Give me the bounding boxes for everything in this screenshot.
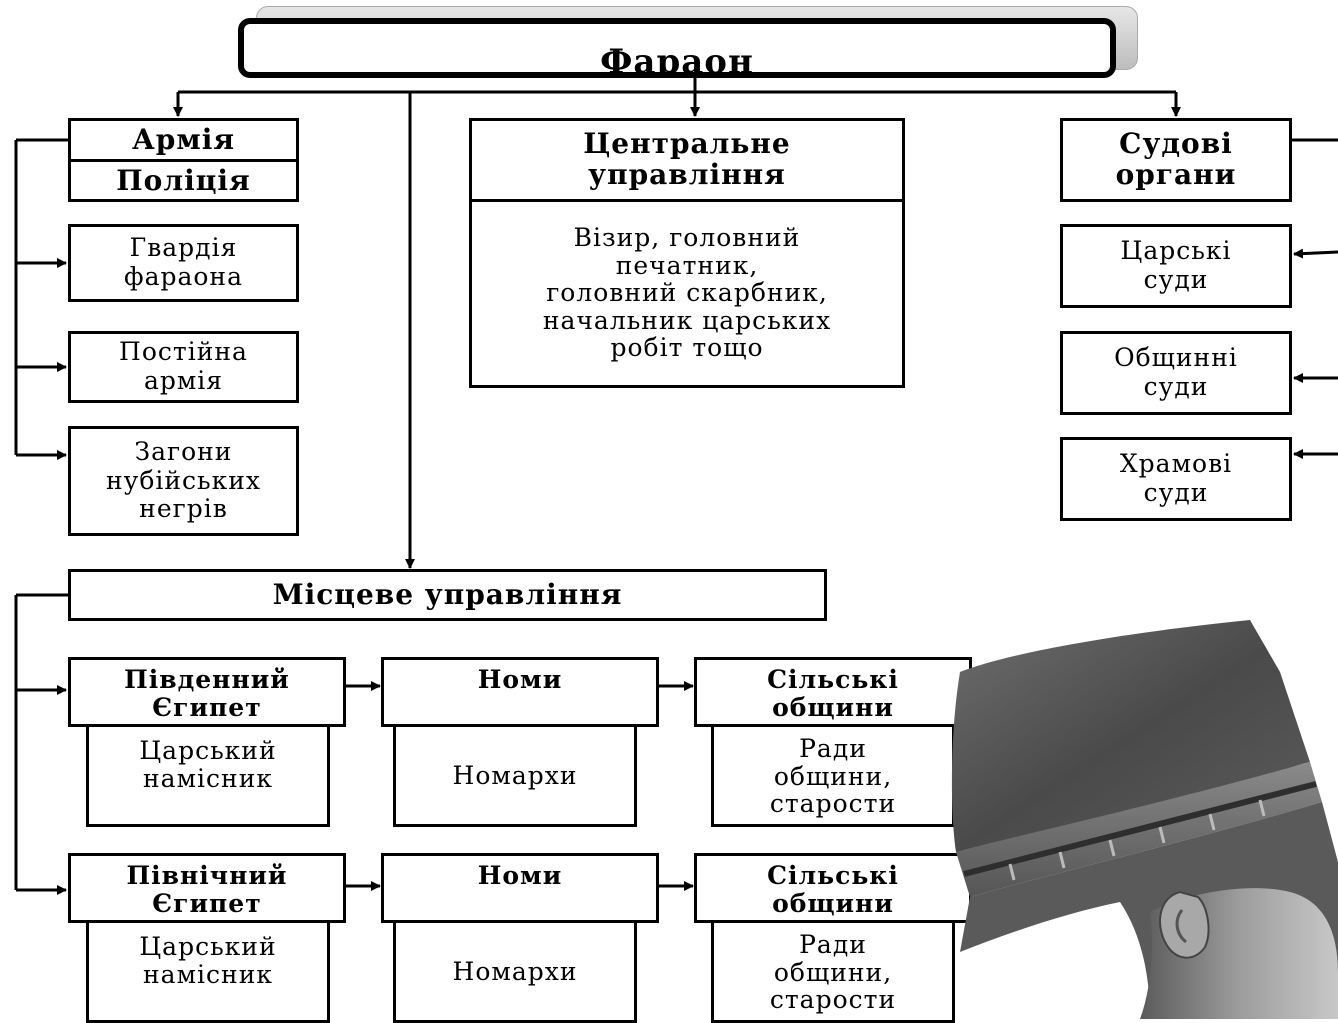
- guard-line-2: фараона: [124, 262, 243, 291]
- local-header-label: Місцеве управління: [272, 577, 623, 611]
- north-viceroy-box: Царський намісник: [86, 923, 330, 1023]
- army-police-box: Армія Поліція: [68, 118, 299, 202]
- nomes-label-2: Номи: [477, 861, 563, 890]
- nomarchs-label-2: Номархи: [452, 956, 578, 986]
- nubian-line-3: негрів: [139, 494, 228, 524]
- north-egypt-line-2: Єгипет: [152, 888, 262, 918]
- central-body-line-1: Візир, головний: [573, 223, 801, 252]
- nomes-header-2: Номи: [381, 853, 659, 923]
- nubian-line-1: Загони: [134, 436, 233, 466]
- courts-header-line-2: органи: [1115, 158, 1237, 191]
- standing-army-line-1: Постійна: [119, 337, 248, 367]
- councils-box-1: Ради общини, старости: [711, 727, 955, 827]
- page-title: Фараон: [600, 42, 754, 78]
- guard-box: Гвардія фараона: [68, 224, 299, 302]
- temple-courts-line-1: Храмові: [1119, 449, 1233, 479]
- temple-courts-box: Храмові суди: [1060, 437, 1292, 521]
- nomarchs-box-1: Номархи: [393, 727, 637, 827]
- community-courts-line-1: Общинні: [1114, 343, 1238, 373]
- councils-line-1a: Ради: [799, 734, 867, 763]
- south-egypt-line-2: Єгипет: [152, 692, 262, 722]
- temple-courts-line-2: суди: [1143, 478, 1209, 507]
- nomarchs-box-2: Номархи: [393, 923, 637, 1023]
- local-header: Місцеве управління: [68, 569, 827, 621]
- councils-line-2a: Ради: [799, 930, 867, 959]
- south-viceroy-line-1: Царський: [139, 736, 277, 765]
- south-egypt-line-1: Південний: [124, 665, 290, 694]
- north-egypt-line-1: Північний: [126, 861, 288, 890]
- courts-header-line-1: Судові: [1119, 127, 1233, 161]
- villages-header-2: Сільські общини: [694, 853, 972, 923]
- courts-header: Судові органи: [1060, 118, 1292, 202]
- army-label: Армія: [131, 123, 236, 157]
- royal-courts-line-2: суди: [1143, 265, 1209, 294]
- standing-army-line-2: армія: [143, 366, 224, 395]
- central-body-line-2: печатник,: [615, 250, 759, 280]
- north-viceroy-line-2: намісник: [143, 959, 273, 989]
- villages-line-1a: Сільські: [767, 665, 899, 694]
- central-body: Візир, головний печатник, головний скарб…: [469, 202, 905, 388]
- nefertiti-bust-image: [951, 620, 1338, 1019]
- councils-line-1c: старости: [769, 789, 897, 818]
- central-header-line-2: управління: [588, 158, 786, 191]
- nomes-header-1: Номи: [381, 657, 659, 727]
- villages-line-1b: общини: [772, 692, 894, 722]
- nubian-line-2: нубійських: [105, 465, 262, 495]
- nubian-box: Загони нубійських негрів: [68, 426, 299, 536]
- south-viceroy-line-2: намісник: [143, 763, 273, 793]
- south-egypt-header: Південний Єгипет: [68, 657, 346, 727]
- royal-courts-box: Царські суди: [1060, 224, 1292, 308]
- community-courts-box: Общинні суди: [1060, 331, 1292, 415]
- councils-box-2: Ради общини, старости: [711, 923, 955, 1023]
- central-body-line-4: начальник царських: [542, 305, 832, 335]
- councils-line-2c: старости: [769, 985, 897, 1014]
- central-body-line-3: головний скарбник,: [546, 278, 828, 307]
- pharaoh-box: Фараон: [238, 18, 1116, 78]
- nomes-label-1: Номи: [477, 665, 563, 694]
- standing-army-box: Постійна армія: [68, 331, 299, 403]
- villages-line-2b: общини: [772, 888, 894, 918]
- central-body-line-5: робіт тощо: [610, 333, 764, 362]
- councils-line-2b: общини,: [773, 957, 893, 987]
- police-label: Поліція: [71, 158, 296, 200]
- nomarchs-label-1: Номархи: [452, 760, 578, 790]
- north-viceroy-line-1: Царський: [139, 932, 277, 961]
- north-egypt-header: Північний Єгипет: [68, 853, 346, 923]
- central-header-line-1: Центральне: [583, 127, 791, 161]
- councils-line-1b: общини,: [773, 761, 893, 791]
- villages-line-2a: Сільські: [767, 861, 899, 890]
- south-viceroy-box: Царський намісник: [86, 727, 330, 827]
- guard-line-1: Гвардія: [129, 233, 238, 263]
- community-courts-line-2: суди: [1143, 372, 1209, 401]
- central-header: Центральне управління: [469, 118, 905, 202]
- villages-header-1: Сільські общини: [694, 657, 972, 727]
- royal-courts-line-1: Царські: [1120, 236, 1232, 266]
